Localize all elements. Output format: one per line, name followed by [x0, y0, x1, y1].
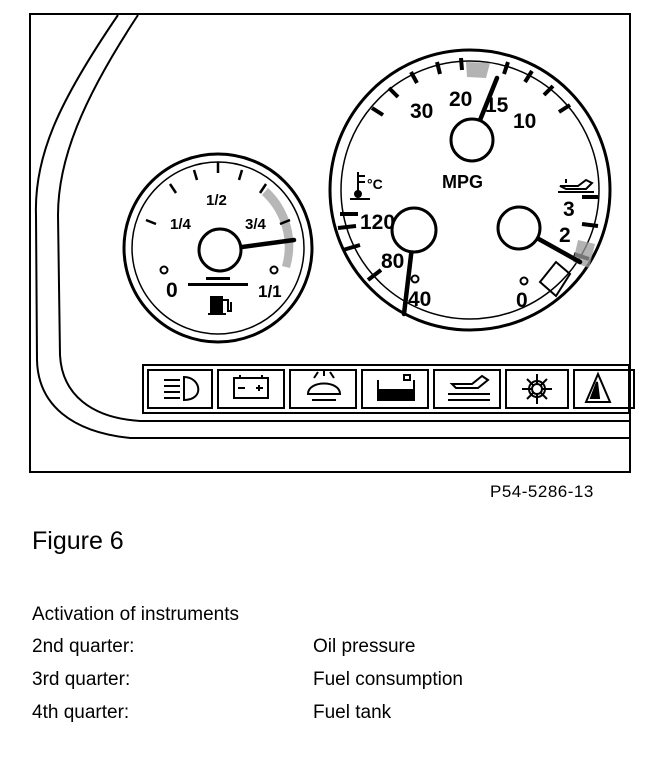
activation-quarter: 2nd quarter:: [32, 636, 135, 657]
fuel-label-1-2: 1/2: [206, 192, 227, 209]
mpg-label-30: 30: [410, 100, 433, 123]
activation-title: Activation of instruments: [32, 604, 239, 625]
coolant-temperature-icon: [350, 172, 370, 200]
figure-title: Figure 6: [32, 527, 124, 555]
diagram-frame: [29, 13, 631, 473]
activation-quarter: 3rd quarter:: [32, 669, 131, 690]
activation-quarter: 4th quarter:: [32, 702, 130, 723]
oil-dot: [519, 276, 529, 286]
temp-hub: [390, 206, 438, 254]
battery-icon: [233, 375, 269, 399]
fuel-label-1-1: 1/1: [258, 282, 282, 301]
headlight-icon: [164, 375, 200, 402]
fuel-dot-left: [159, 265, 169, 275]
temp-unit-label: °C: [367, 176, 383, 192]
washer-fluid-icon: [306, 370, 342, 401]
mpg-hub: [449, 117, 495, 163]
oil-label-3: 3: [563, 198, 575, 221]
activation-row: 4th quarter: Fuel tank: [32, 702, 632, 735]
temp-label-120: 120: [360, 211, 395, 234]
fuel-label-3-4: 3/4: [245, 216, 267, 233]
oil-level-icon: [448, 374, 490, 401]
temp-tick-marks: [337, 212, 383, 282]
fuel-dot-right: [269, 265, 279, 275]
activation-list: 2nd quarter: Oil pressure 3rd quarter: F…: [32, 636, 632, 735]
mpg-tick-marks: [370, 57, 572, 117]
fuel-gauge: 0 1/4 1/2 3/4 1/1: [122, 152, 314, 344]
oil-bracket: [538, 260, 572, 298]
brake-pad-icon: [522, 374, 552, 404]
fuel-label-1-4: 1/4: [170, 216, 192, 233]
mpg-hatched-zone: [466, 62, 490, 78]
temp-label-80: 80: [381, 250, 404, 273]
main-gauge: 30 20 15 10 MPG °C 120 80 40: [328, 48, 612, 332]
mpg-label-10: 10: [513, 110, 536, 133]
warning-triangle-icon: [584, 371, 612, 403]
coolant-level-icon: [377, 374, 415, 401]
cluster-bezel: [34, 14, 629, 439]
mpg-label-20: 20: [449, 88, 472, 111]
temp-dot: [410, 274, 420, 284]
activation-instrument: Fuel consumption: [313, 669, 463, 690]
fuel-label-0: 0: [166, 279, 178, 302]
activation-row: 3rd quarter: Fuel consumption: [32, 669, 632, 702]
oil-can-icon: [558, 178, 594, 193]
oil-label-0: 0: [516, 289, 528, 312]
activation-row: 2nd quarter: Oil pressure: [32, 636, 632, 669]
fuel-tick-marks: [145, 162, 291, 226]
activation-instrument: Oil pressure: [313, 636, 416, 657]
activation-instrument: Fuel tank: [313, 702, 392, 723]
mpg-center-label: MPG: [442, 172, 483, 192]
temp-label-40: 40: [408, 288, 431, 311]
oil-hub: [496, 205, 542, 251]
fuel-hub: [197, 227, 243, 273]
fuel-pump-icon: [208, 296, 232, 315]
figure-reference-code: P54-5286-13: [490, 482, 594, 501]
mpg-label-15: 15: [485, 94, 509, 117]
fuel-gauge-small-print: [188, 277, 248, 286]
oil-label-2: 2: [559, 224, 571, 247]
